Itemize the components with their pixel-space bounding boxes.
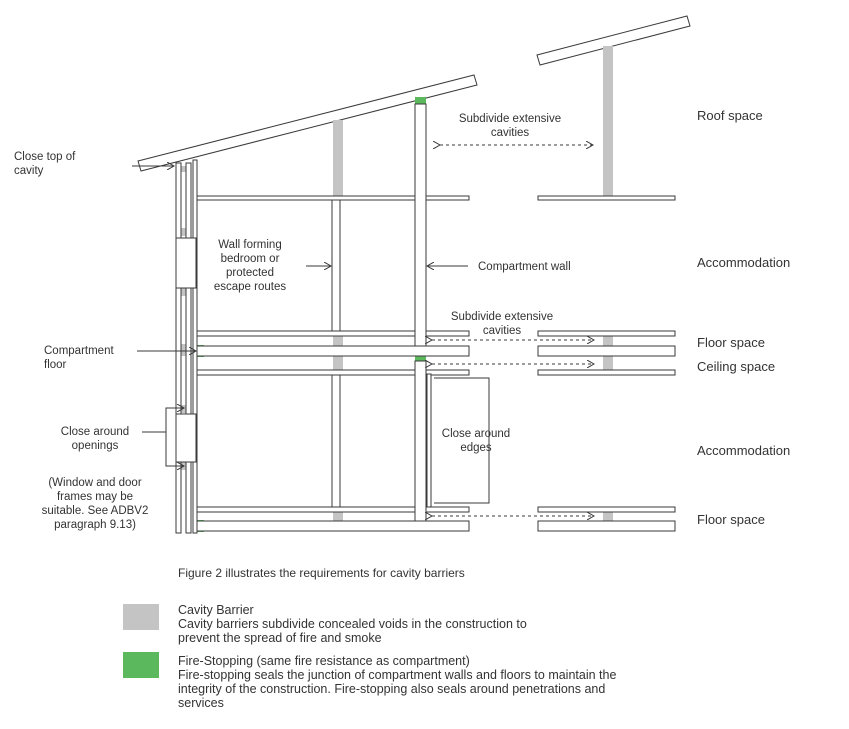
compartment-wall-upper bbox=[414, 103, 427, 347]
roof-slab-right bbox=[536, 15, 691, 66]
label-subdivide-top: Subdivide extensive cavities bbox=[458, 113, 562, 139]
leader-close-openings bbox=[142, 408, 184, 433]
figure-caption: Figure 2 illustrates the requirements fo… bbox=[178, 566, 465, 580]
outer-wall-leaf bbox=[175, 162, 182, 534]
leader-close-openings bbox=[165, 432, 184, 466]
zone-floor-space-upper: Floor space bbox=[697, 335, 765, 350]
cavity-barrier-outer-wall bbox=[180, 166, 186, 172]
leader-close-edges bbox=[434, 377, 490, 504]
label-close-openings: Close around openings bbox=[60, 426, 130, 452]
cavity-barrier-lowfloor-right bbox=[603, 512, 613, 526]
window-opening-lower bbox=[175, 413, 197, 463]
zone-accommodation-upper: Accommodation bbox=[697, 255, 791, 270]
legend-fire-stopping-swatch bbox=[123, 652, 159, 678]
cavity-barrier-outer-wall bbox=[180, 228, 186, 236]
lower-floor-board-left bbox=[196, 506, 470, 513]
cavity-barrier-roof-right bbox=[603, 46, 613, 196]
floor-board-left bbox=[196, 330, 470, 337]
legend-fire-stopping-desc: Fire-stopping seals the junction of comp… bbox=[178, 668, 617, 710]
cavity-barrier-roof-left bbox=[333, 120, 343, 196]
zone-floor-space-lower: Floor space bbox=[697, 512, 765, 527]
bedroom-wall-lower bbox=[331, 374, 341, 508]
cavity-barrier-lowfloor-left bbox=[333, 512, 343, 526]
cavity-barrier-outer-wall bbox=[180, 288, 186, 296]
label-close-edges: Close around edges bbox=[441, 428, 511, 454]
zone-accommodation-lower: Accommodation bbox=[697, 443, 791, 458]
label-subdivide-mid: Subdivide extensive cavities bbox=[450, 311, 554, 337]
compartment-floor-slab-right bbox=[537, 345, 676, 357]
window-opening-upper bbox=[175, 237, 197, 289]
legend-fire-stopping-title: Fire-Stopping (same fire resistance as c… bbox=[178, 654, 470, 668]
bedroom-wall-upper bbox=[331, 199, 341, 332]
label-wall-forming: Wall forming bedroom or protected escape… bbox=[213, 239, 287, 293]
ceiling-joist-right bbox=[537, 195, 676, 201]
ceiling-joist-left bbox=[196, 195, 470, 201]
base-slab-right bbox=[537, 520, 676, 532]
floor-board-right bbox=[537, 330, 676, 337]
cavity-barrier-diagram bbox=[132, 15, 691, 534]
cavity-barrier-outer-wall bbox=[180, 344, 186, 356]
ceiling-board-right bbox=[537, 369, 676, 376]
zone-roof-space: Roof space bbox=[697, 108, 763, 123]
inner-leaf bbox=[192, 159, 198, 534]
label-window-note: (Window and door frames may be suitable.… bbox=[41, 477, 149, 531]
base-slab-left bbox=[196, 520, 470, 532]
label-compartment-floor: Compartment floor bbox=[44, 345, 114, 371]
label-close-top-cavity: Close top of cavity bbox=[14, 151, 76, 177]
fire-stopping-roof bbox=[415, 97, 426, 105]
fire-stopping-floor-wall bbox=[415, 356, 426, 362]
compartment-floor-slab-left bbox=[196, 345, 470, 357]
outer-wall-leaf bbox=[185, 162, 192, 534]
roof-slab-left bbox=[137, 74, 478, 172]
compartment-wall-lining bbox=[426, 373, 432, 508]
legend-cavity-barrier-title: Cavity Barrier bbox=[178, 603, 254, 617]
compartment-wall-lower bbox=[414, 360, 427, 522]
label-compartment-wall: Compartment wall bbox=[478, 261, 571, 273]
legend-cavity-barrier-swatch bbox=[123, 604, 159, 630]
lower-floor-board-right bbox=[537, 506, 676, 513]
legend-cavity-barrier-desc: Cavity barriers subdivide concealed void… bbox=[178, 617, 527, 645]
zone-ceiling-space: Ceiling space bbox=[697, 359, 776, 374]
